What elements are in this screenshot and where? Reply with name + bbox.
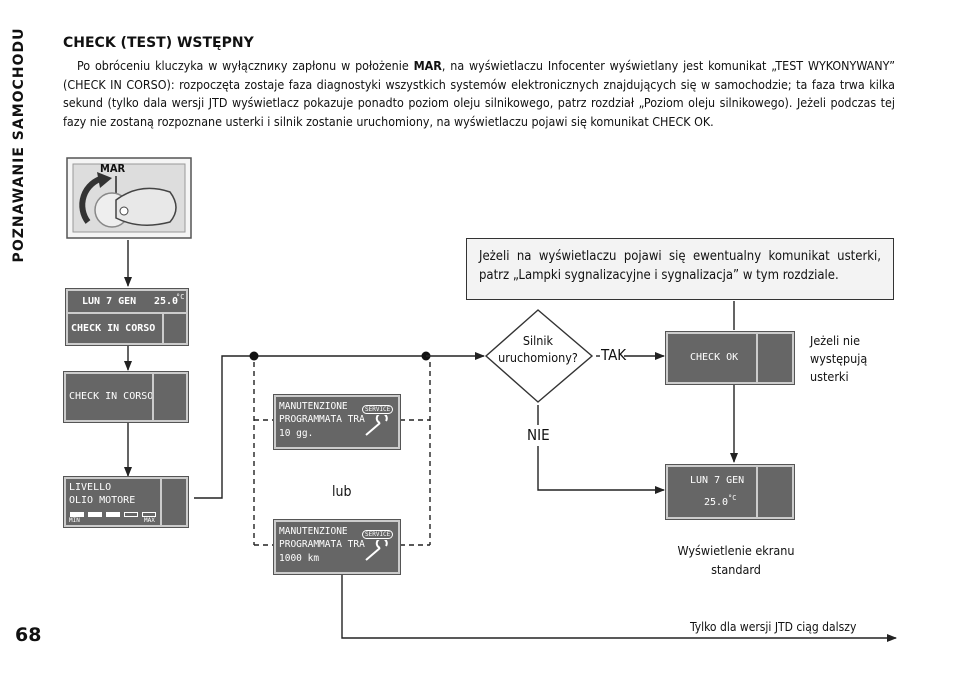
service-wrench-icon: SERVICE xyxy=(362,528,396,566)
intro-paragraph: Po obróceniu kluczyka w wyłącznику zapło… xyxy=(63,57,895,131)
display-temperature: 25.0 xyxy=(704,497,729,508)
display-check-in-corso-with-date: LUN 7 GEN 25.0 °C CHECK IN CORSO xyxy=(66,289,188,345)
service-badge: SERVICE xyxy=(362,405,394,414)
display-side-cell xyxy=(162,312,164,343)
section-title: CHECK (TEST) WSTĘPNY xyxy=(63,35,254,51)
oil-min-label: MIN xyxy=(69,517,80,524)
display-date: LUN 7 GEN xyxy=(690,475,745,486)
wrench-icon xyxy=(365,415,388,436)
oil-level-bar xyxy=(70,512,156,518)
display-check-in-corso: CHECK IN CORSO xyxy=(71,323,156,334)
display-divider xyxy=(68,312,186,314)
intro-text-before: Po obróceniu kluczyka w wyłącznику zapło… xyxy=(77,58,414,73)
display-temperature: 25.0 xyxy=(154,296,179,307)
display-text: CHECK OK xyxy=(690,352,739,363)
display-oil-line2: OLIO MOTORE xyxy=(69,495,136,506)
service-badge: SERVICE xyxy=(362,530,394,539)
service-line1: MANUTENZIONE xyxy=(279,526,348,537)
display-side-cell xyxy=(756,334,758,382)
display-side-cell xyxy=(152,374,154,420)
service-line1: MANUTENZIONE xyxy=(279,401,348,412)
intro-text-bold: MAR xyxy=(413,58,442,73)
page-number: 68 xyxy=(15,624,42,646)
service-line2: PROGRAMMATA TRA xyxy=(279,539,365,550)
ignition-key-illustration xyxy=(66,157,192,239)
display-temperature-unit: °C xyxy=(728,494,737,502)
service-line2: PROGRAMMATA TRA xyxy=(279,414,365,425)
no-faults-line2: występują xyxy=(810,351,868,366)
display-temperature-unit: °C xyxy=(176,293,185,301)
ignition-mar-label: MAR xyxy=(100,162,126,175)
standard-screen-line1: Wyświetlenie ekranu xyxy=(677,543,795,558)
or-label: lub xyxy=(332,484,352,500)
display-service-days: MANUTENZIONE PROGRAMMATA TRA 10 gg. SERV… xyxy=(274,395,400,449)
no-label: NIE xyxy=(527,426,550,444)
decision-label-line2: uruchomiony? xyxy=(498,350,578,365)
display-side-cell xyxy=(160,479,162,525)
display-service-km: MANUTENZIONE PROGRAMMATA TRA 1000 km SER… xyxy=(274,520,400,574)
fault-info-box: Jeżeli na wyświetlaczu pojawi się ewentu… xyxy=(466,238,894,300)
display-oil-line1: LIVELLO xyxy=(69,482,112,493)
intro-text-after: , na wyświetlaczu Infocenter wyświetlany… xyxy=(63,58,895,129)
yes-label: TAK xyxy=(601,346,627,364)
service-wrench-icon: SERVICE xyxy=(362,403,396,441)
service-line3: 1000 km xyxy=(279,553,320,564)
display-date: LUN 7 GEN xyxy=(82,296,137,307)
decision-label-line1: Silnik xyxy=(522,333,554,348)
no-faults-line1: Jeżeli nie xyxy=(810,333,861,348)
display-oil-level: LIVELLO OLIO MOTORE MIN MAX xyxy=(64,477,188,527)
display-text: CHECK IN CORSO xyxy=(69,391,154,402)
standard-screen-line2: standard xyxy=(711,562,761,577)
display-check-in-corso: CHECK IN CORSO xyxy=(64,372,188,422)
display-standard: LUN 7 GEN 25.0 °C xyxy=(666,465,794,519)
service-line3: 10 gg. xyxy=(279,428,314,439)
jtd-continue-label: Tylko dla wersji JTD ciąg dalszy xyxy=(690,620,857,634)
oil-max-label: MAX xyxy=(144,517,155,524)
no-faults-line3: usterki xyxy=(810,369,849,384)
display-check-ok: CHECK OK xyxy=(666,332,794,384)
display-side-cell xyxy=(756,467,758,517)
wrench-icon xyxy=(365,540,388,561)
